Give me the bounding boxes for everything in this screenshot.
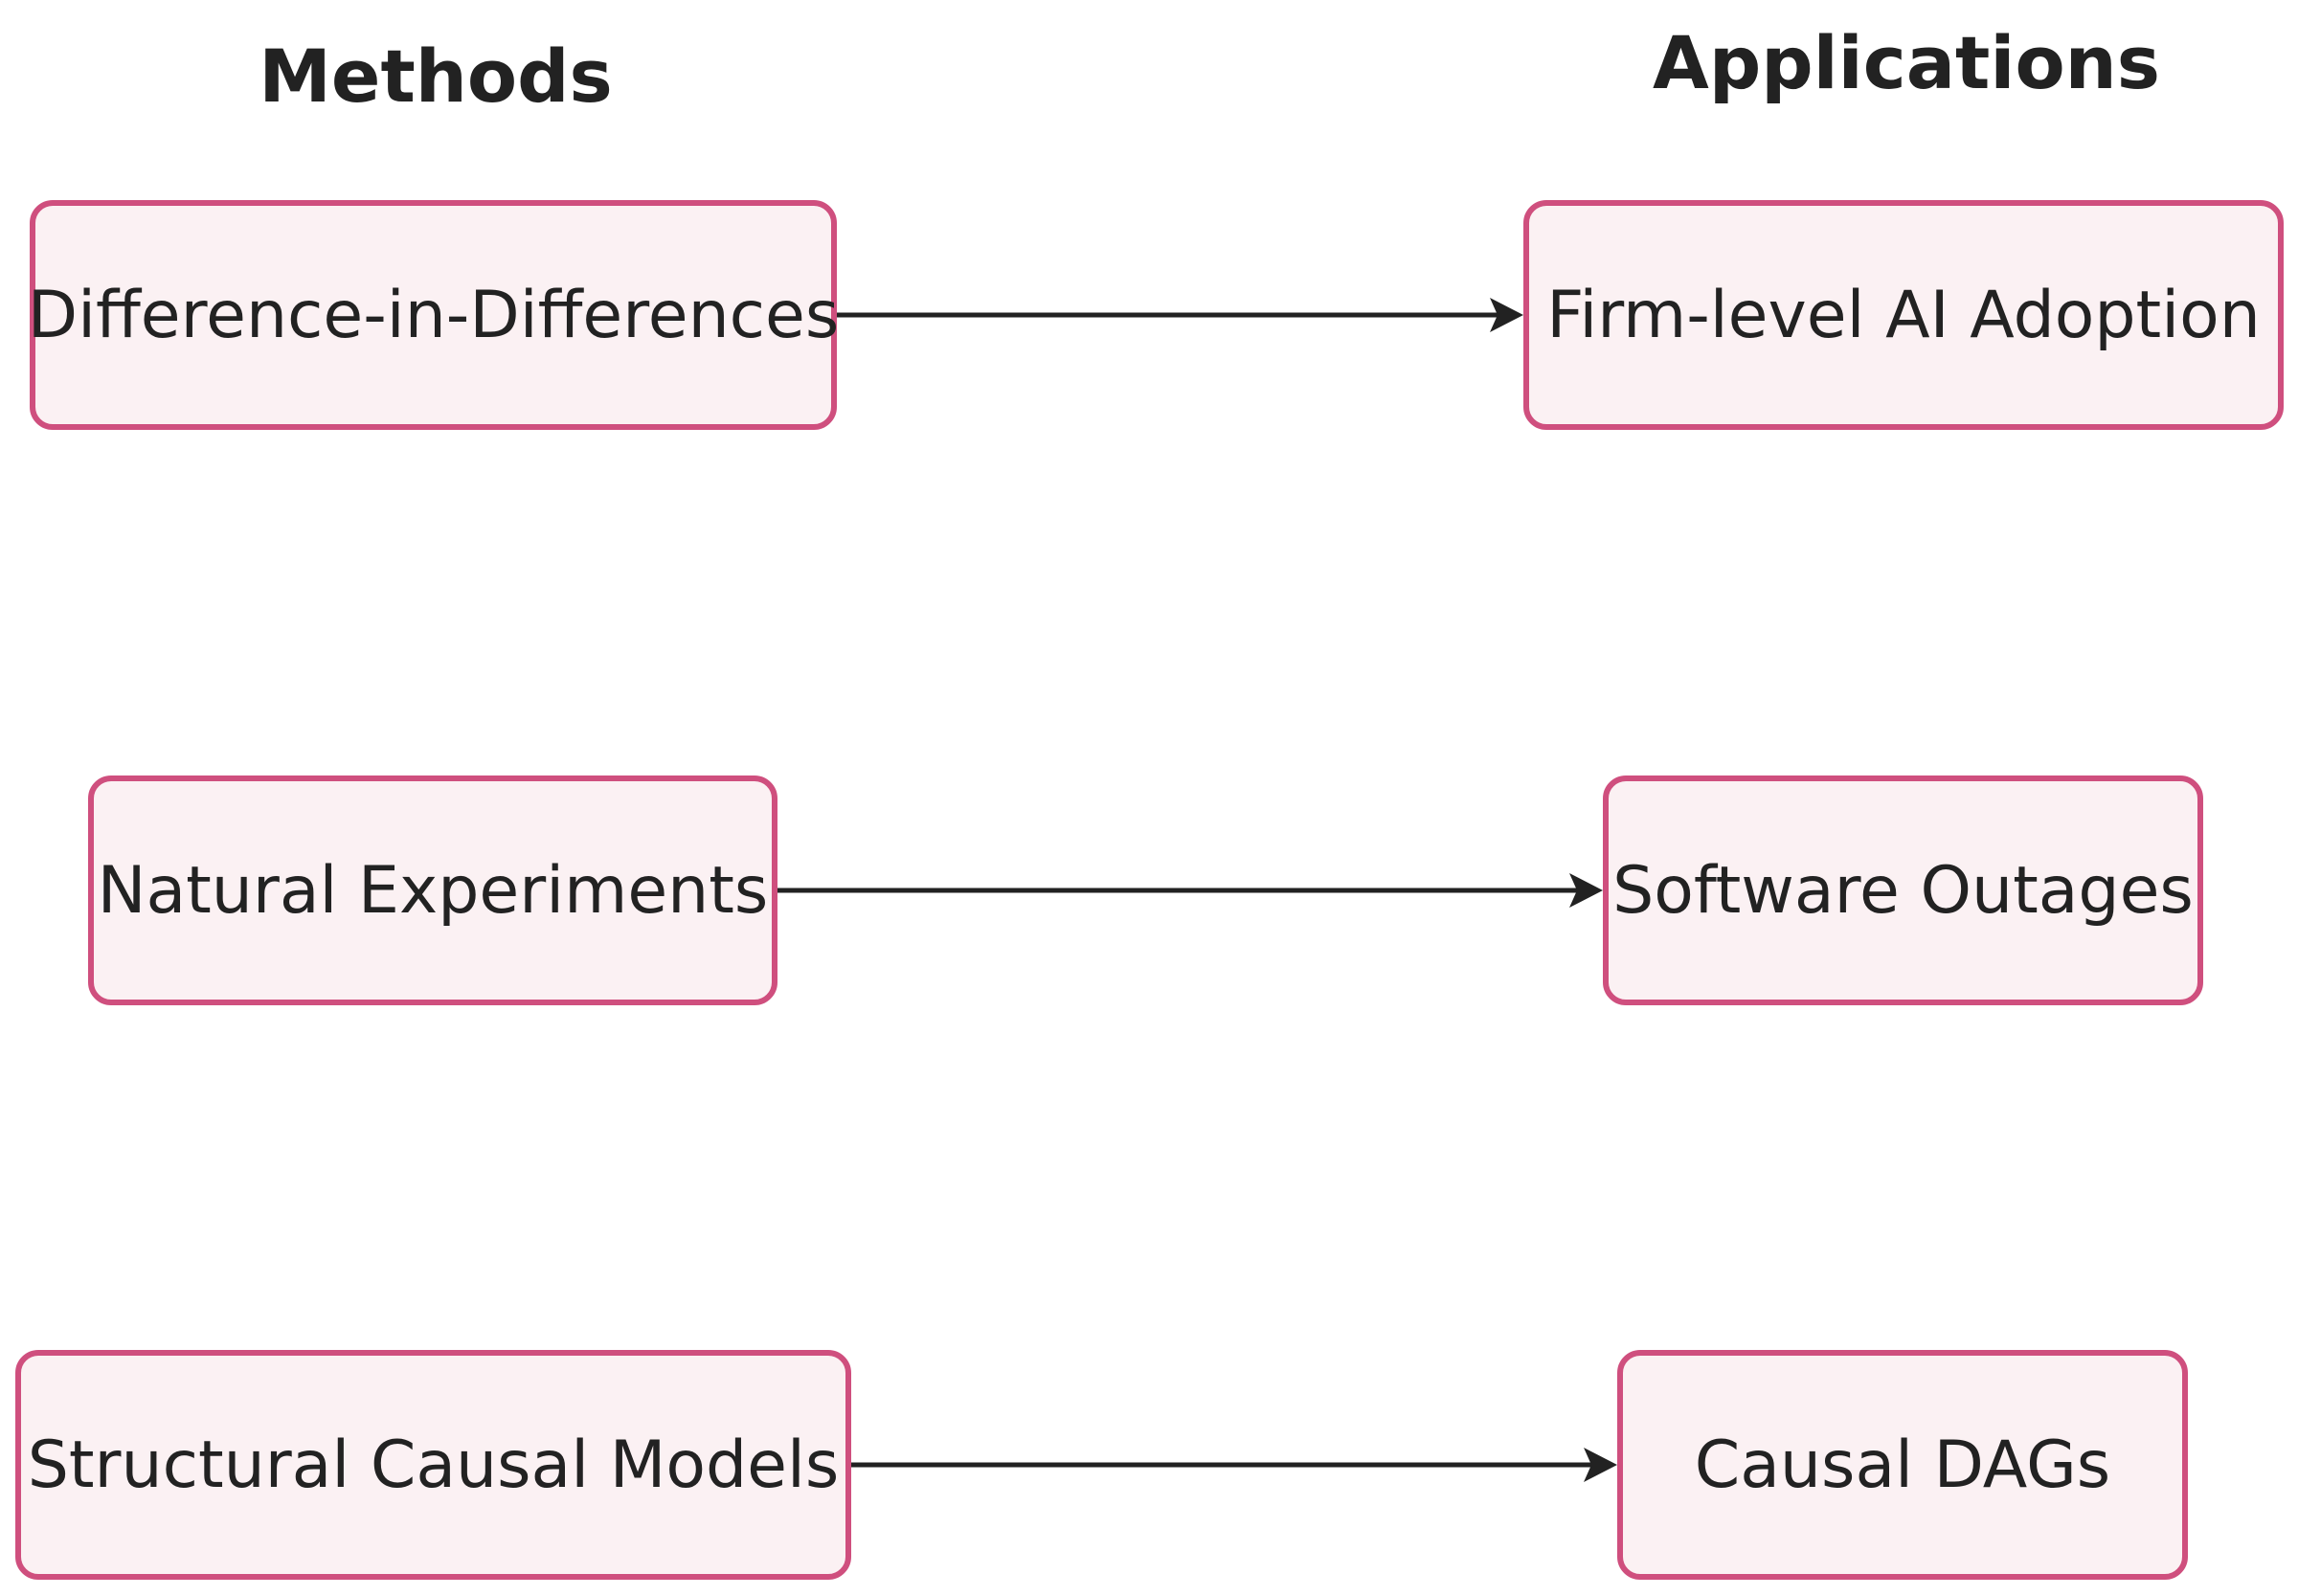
method-label: Structural Causal Models xyxy=(27,1427,840,1503)
method-label: Difference-in-Differences xyxy=(27,277,840,353)
arrowhead-2 xyxy=(1569,873,1603,908)
methods-header: Methods xyxy=(259,34,613,119)
arrowhead-1 xyxy=(1490,298,1523,332)
application-node-firm-level-ai-adoption: Firm-level AI Adoption xyxy=(1523,200,2284,430)
application-label: Software Outages xyxy=(1612,852,2194,929)
method-node-structural-causal-models: Structural Causal Models xyxy=(15,1350,851,1580)
arrowhead-3 xyxy=(1584,1448,1617,1482)
application-node-causal-dags: Causal DAGs xyxy=(1617,1350,2188,1580)
application-label: Firm-level AI Adoption xyxy=(1546,277,2261,353)
application-label: Causal DAGs xyxy=(1694,1427,2111,1503)
application-node-software-outages: Software Outages xyxy=(1603,776,2203,1005)
method-label: Natural Experiments xyxy=(97,852,769,929)
method-node-natural-experiments: Natural Experiments xyxy=(88,776,777,1005)
applications-header: Applications xyxy=(1653,20,2160,105)
method-node-difference-in-differences: Difference-in-Differences xyxy=(27,200,840,430)
